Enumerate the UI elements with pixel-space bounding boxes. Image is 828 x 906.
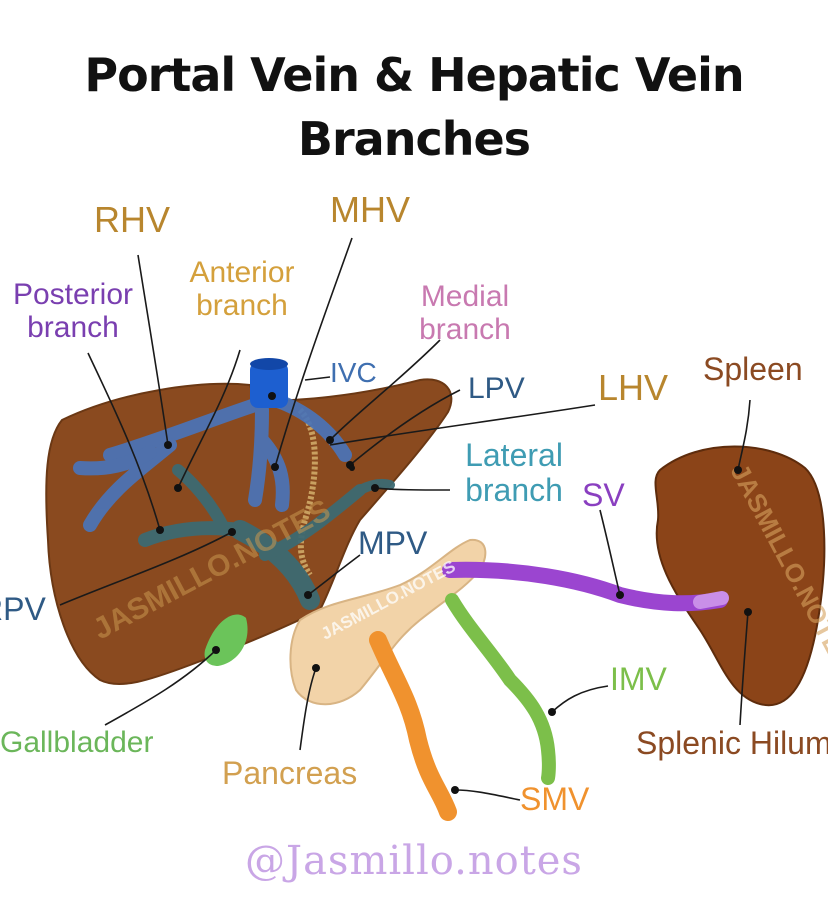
label-lhv: LHV — [598, 367, 669, 408]
label-mpv: MPV — [358, 525, 428, 561]
marker-dots — [156, 392, 752, 794]
smv — [369, 631, 457, 821]
label-pancreas: Pancreas — [222, 755, 358, 791]
label-spleen: Spleen — [703, 351, 803, 387]
title-line-2: Branches — [297, 112, 531, 166]
splenic-vein-end — [693, 591, 729, 609]
leader-lines — [59, 237, 751, 801]
author-handle: @Jasmillo.notes — [245, 838, 583, 884]
imv — [445, 593, 556, 785]
label-splenic-hilum: Splenic Hilum — [636, 726, 828, 761]
label-rpv: RPV — [0, 591, 46, 627]
ivc — [250, 362, 288, 408]
label-sv: SV — [582, 477, 625, 513]
label-imv: IMV — [610, 661, 667, 697]
label-posterior-branch: Posterior branch — [12, 278, 134, 344]
label-anterior-branch: Anterior branch — [189, 256, 295, 322]
spleen — [654, 445, 826, 707]
splenic-vein — [442, 561, 728, 612]
label-ivc: IVC — [330, 357, 377, 388]
label-mhv: MHV — [330, 189, 410, 230]
label-lpv: LPV — [468, 372, 525, 405]
label-lateral-branch: Lateral branch — [465, 437, 563, 509]
title-line-1: Portal Vein & Hepatic Vein — [84, 48, 744, 102]
label-medial-branch: Medial branch — [419, 280, 511, 346]
label-gallbladder: Gallbladder — [0, 726, 154, 759]
label-rhv: RHV — [94, 199, 171, 240]
label-smv: SMV — [520, 781, 590, 817]
